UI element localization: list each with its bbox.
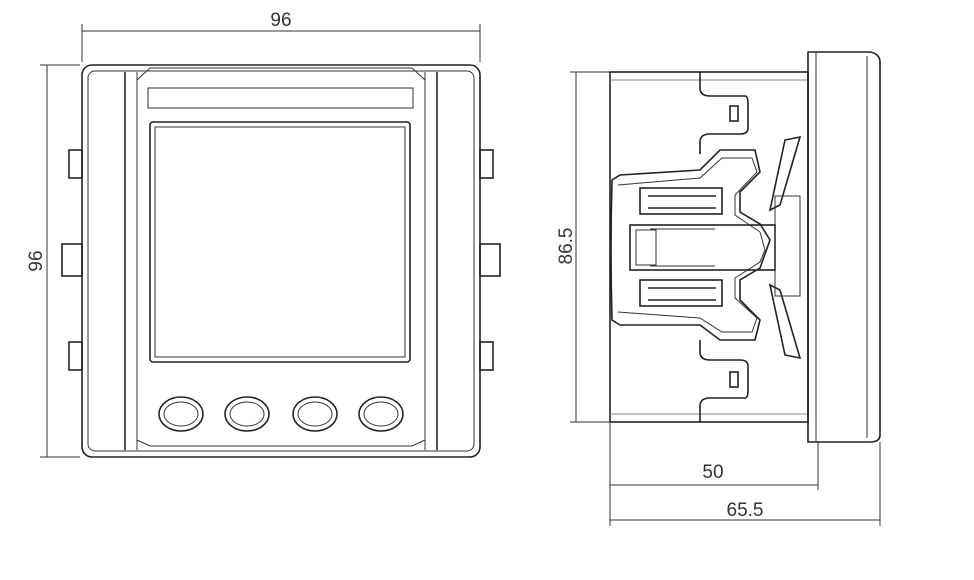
side-clips bbox=[61, 149, 501, 371]
front-height-dimension: 96 bbox=[26, 64, 80, 458]
button-4 bbox=[358, 396, 404, 432]
button-2 bbox=[224, 396, 270, 432]
side-view: 86.5 bbox=[556, 51, 881, 526]
button-1 bbox=[158, 396, 204, 432]
front-housing bbox=[81, 64, 481, 458]
side-total-depth-dimension: 65.5 bbox=[610, 500, 880, 521]
button-3 bbox=[292, 396, 338, 432]
front-bezel bbox=[807, 51, 881, 443]
front-width-dimension: 96 bbox=[81, 10, 481, 62]
top-label-strip bbox=[147, 87, 414, 109]
front-buttons bbox=[158, 396, 404, 432]
mounting-clip bbox=[610, 135, 802, 360]
front-width-label: 96 bbox=[270, 10, 291, 31]
front-height-label: 96 bbox=[26, 250, 47, 271]
side-depth-dimension: 50 bbox=[609, 422, 881, 526]
side-body bbox=[609, 71, 809, 423]
depth-label: 50 bbox=[702, 462, 723, 483]
side-height-dimension: 86.5 bbox=[556, 71, 610, 423]
total-depth-label: 65.5 bbox=[727, 500, 764, 521]
front-view: 96 96 bbox=[26, 10, 501, 458]
display-screen bbox=[149, 121, 411, 363]
side-height-label: 86.5 bbox=[556, 228, 577, 265]
